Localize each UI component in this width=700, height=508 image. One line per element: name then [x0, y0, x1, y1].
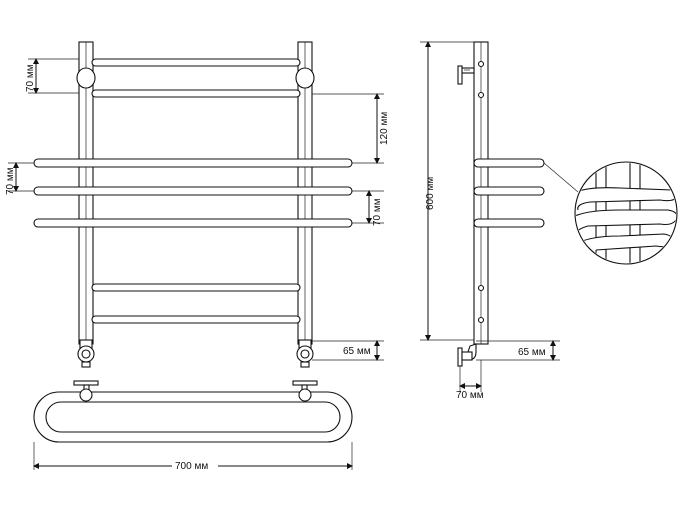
dim-top-spacing: 70 мм — [25, 64, 36, 92]
right-top-bracket — [295, 67, 315, 89]
dim-bracket-depth: 70 мм — [456, 390, 484, 401]
side-bottom-fitting — [457, 343, 477, 367]
rail-2 — [91, 89, 301, 98]
detail-callout — [543, 161, 678, 265]
right-bottom-fitting — [296, 339, 314, 368]
dim-front-offset: 65 мм — [343, 346, 371, 357]
side-view: 600 мм 65 мм 70 мм — [420, 41, 560, 401]
right-mount — [292, 380, 318, 402]
rail-7 — [91, 315, 301, 324]
side-shelf-1 — [473, 158, 545, 168]
dim-height: 600 мм — [425, 177, 436, 210]
front-view: 70 мм 120 мм 70 мм 70 мм 65 мм — [5, 41, 390, 368]
side-shelf-3 — [473, 218, 545, 228]
shelf-rail-1 — [33, 158, 353, 168]
dim-side-offset: 65 мм — [518, 347, 546, 358]
left-top-bracket — [76, 67, 96, 89]
shelf-rail-2 — [33, 186, 353, 196]
rail-1 — [91, 58, 301, 67]
top-view: 700 мм — [33, 380, 353, 472]
rail-6 — [91, 283, 301, 292]
side-top-bracket — [457, 65, 475, 85]
inner-loop — [45, 401, 341, 433]
dim-width: 700 мм — [175, 461, 208, 472]
left-mount — [73, 380, 99, 402]
side-shelf-2 — [473, 186, 545, 196]
dim-shelf-right: 70 мм — [372, 198, 383, 226]
left-bottom-fitting — [77, 339, 95, 368]
dim-shelf-left: 70 мм — [5, 167, 16, 195]
dim-upper-spacing: 120 мм — [379, 112, 390, 145]
shelf-rail-3 — [33, 218, 353, 228]
